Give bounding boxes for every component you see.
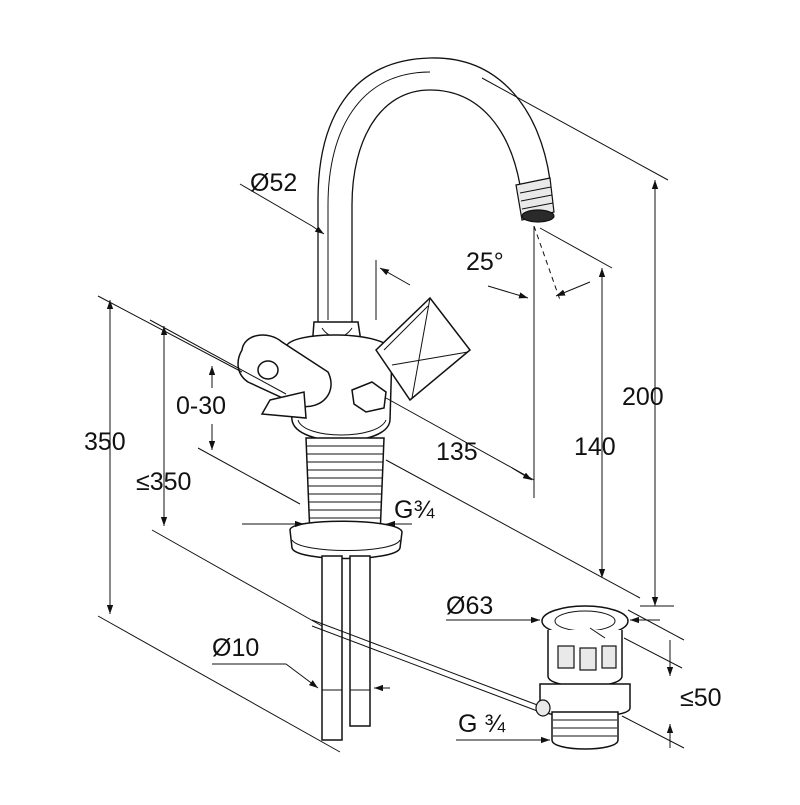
aerator xyxy=(515,177,555,223)
label-dia-63: Ø63 xyxy=(446,592,493,620)
supply-tubes xyxy=(321,555,371,741)
label-thread-waste: G ¾ xyxy=(458,710,506,738)
popup-rod xyxy=(311,619,541,707)
left-handle xyxy=(237,334,332,419)
waste-valve-drawing xyxy=(535,605,631,750)
spout-outer xyxy=(317,57,551,322)
label-0-30: 0-30 xyxy=(176,392,226,420)
label-height-140: 140 xyxy=(574,433,616,461)
mounting-flange xyxy=(289,520,403,560)
label-350: 350 xyxy=(84,428,126,456)
label-max-350: ≤350 xyxy=(136,468,191,496)
label-dia-52: Ø52 xyxy=(250,169,297,197)
dimension-lines xyxy=(97,77,685,753)
dimension-labels: Ø52 25° 200 140 135 350 ≤350 0-30 G¾ Ø63… xyxy=(84,169,722,738)
label-thread-shank: G¾ xyxy=(394,496,435,524)
label-angle-25: 25° xyxy=(466,248,504,276)
right-handle xyxy=(375,296,472,402)
label-dia-10: Ø10 xyxy=(212,634,259,662)
label-height-200: 200 xyxy=(622,383,664,411)
faucet-drawing xyxy=(237,57,555,741)
center-lever xyxy=(351,381,387,413)
label-reach-135: 135 xyxy=(436,438,478,466)
spout-inner xyxy=(351,89,521,322)
label-max-50: ≤50 xyxy=(680,684,722,712)
